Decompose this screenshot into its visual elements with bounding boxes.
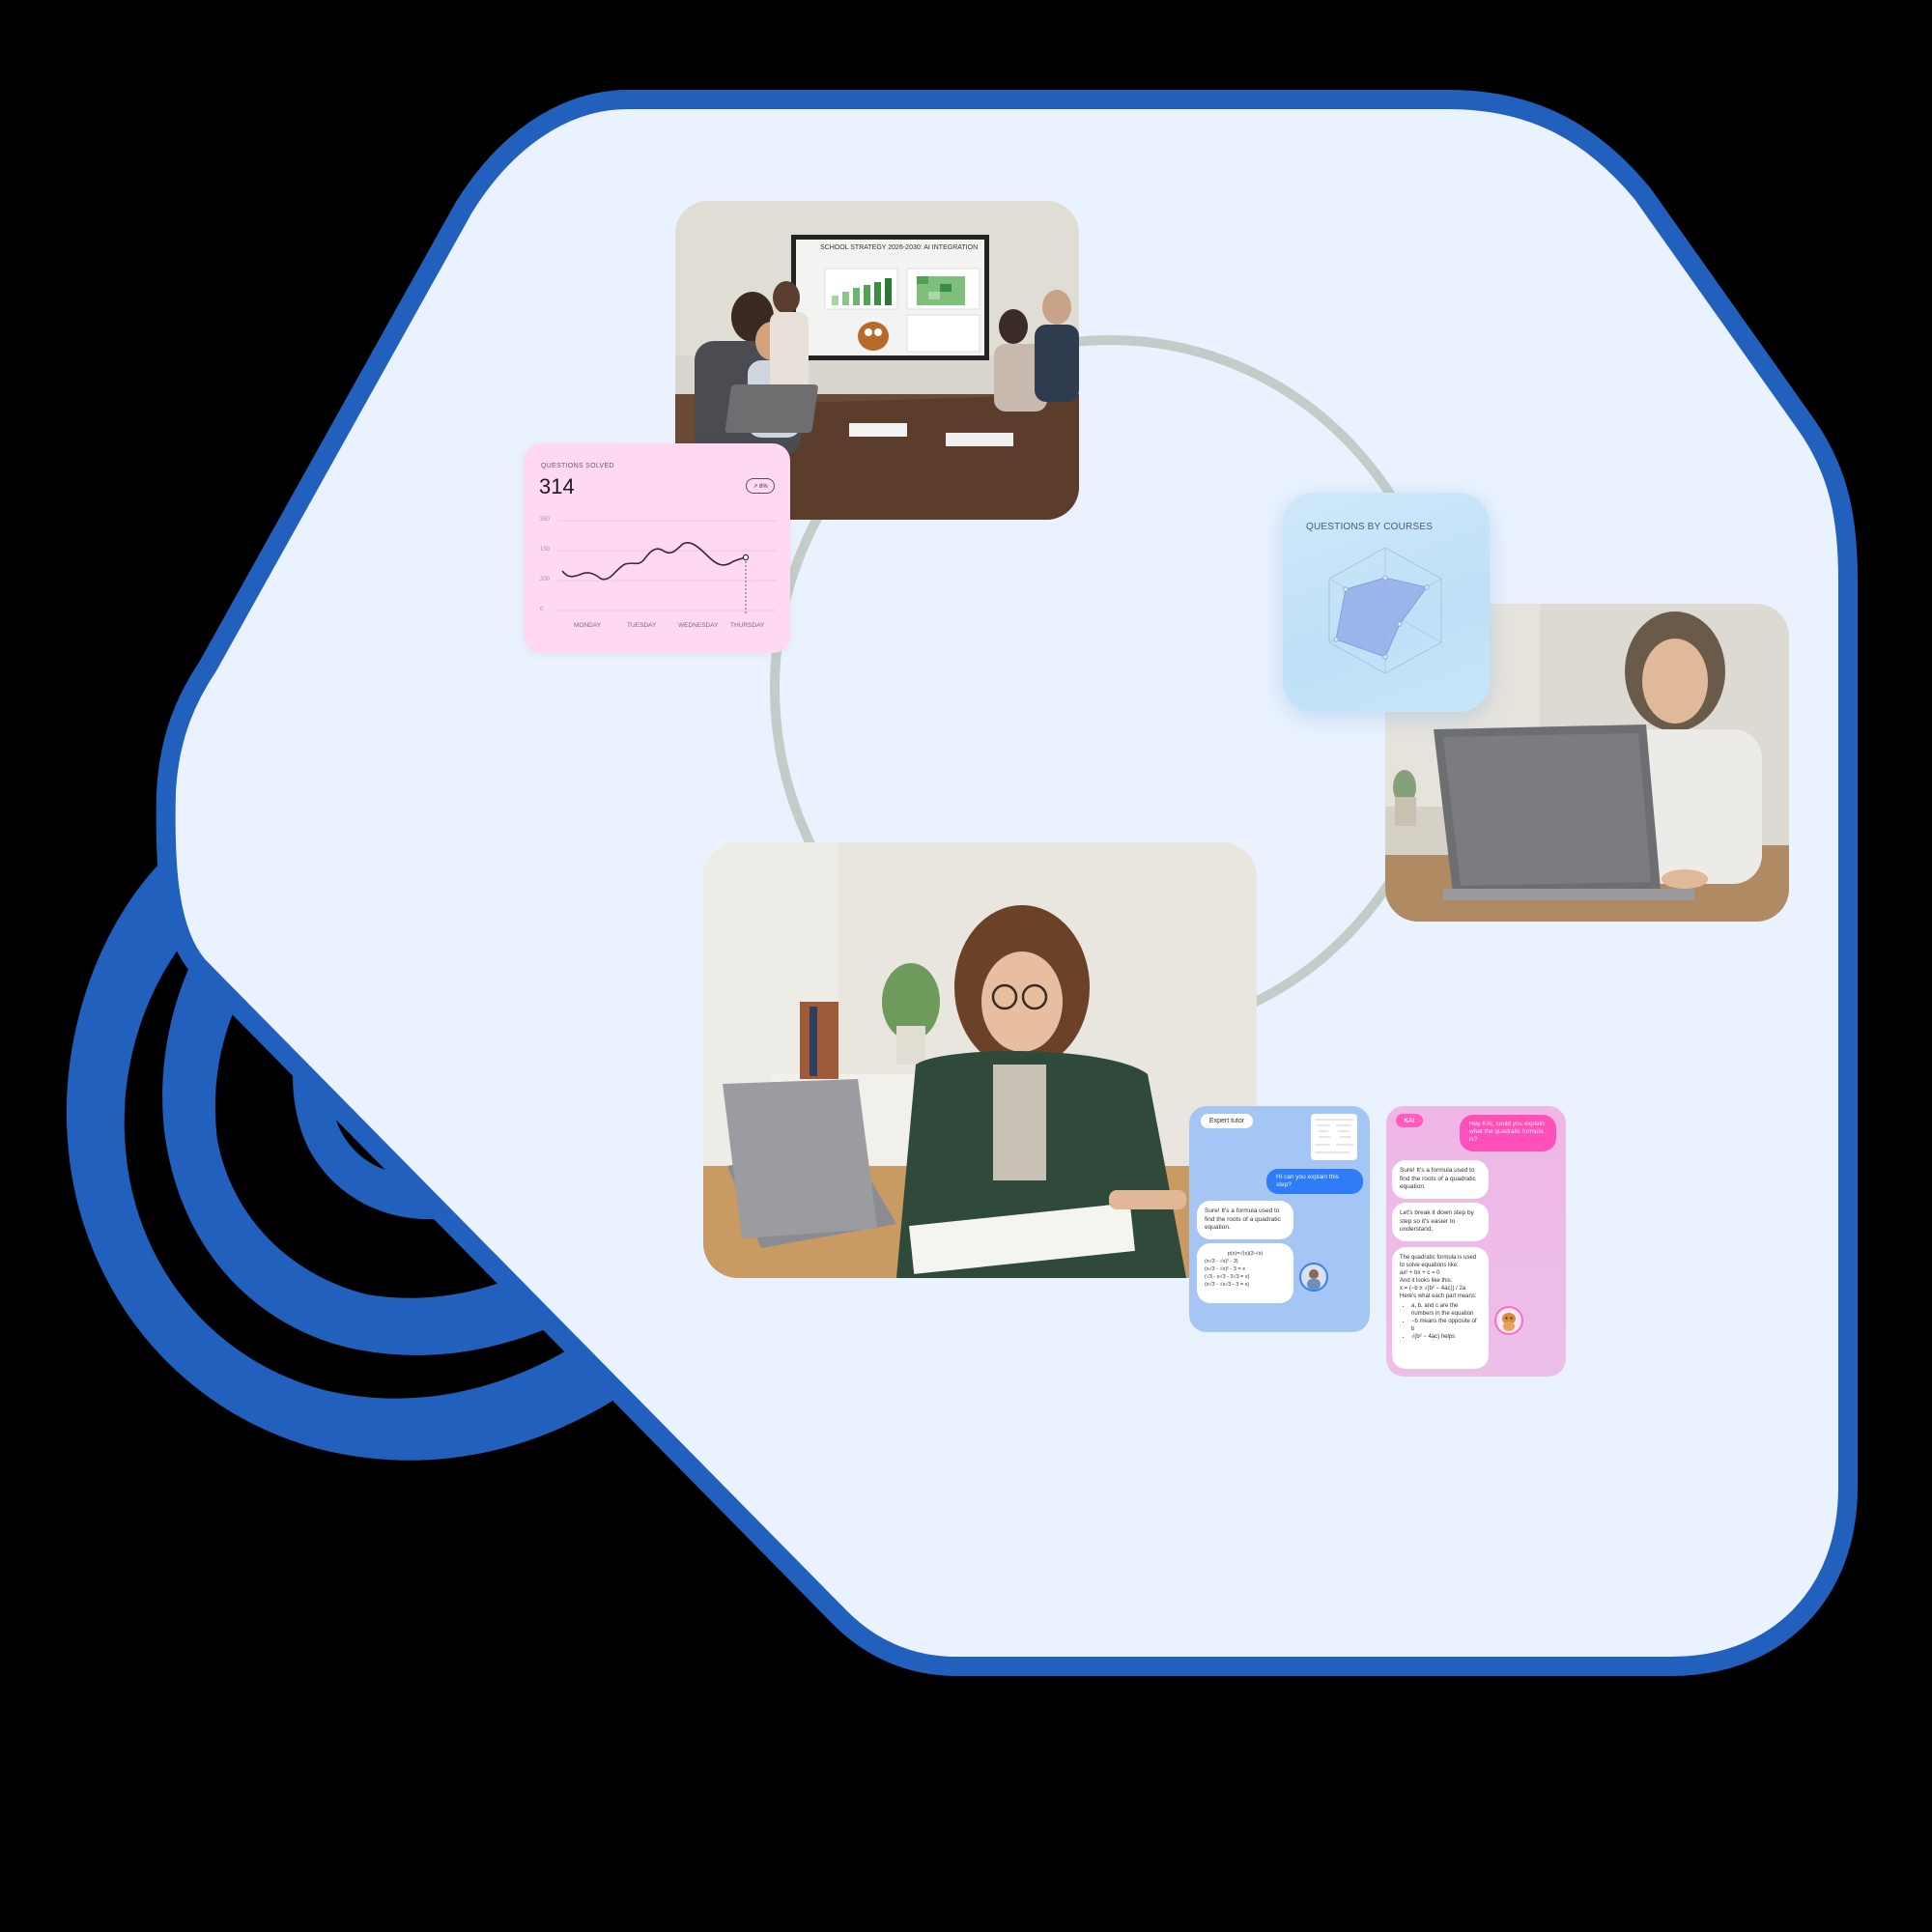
tutor-reply: Sure! It's a formula used to find the ro… [1197, 1201, 1293, 1239]
user-message: Hey KAI, could you explain what the quad… [1460, 1115, 1556, 1151]
math-line: (x√3 - √x)² - 3 = x [1205, 1266, 1245, 1272]
x-axis-label: TUESDAY [627, 622, 657, 629]
math-line: (x√3 - √x)² - 3) [1205, 1259, 1238, 1264]
y-axis-label: 350 [540, 517, 551, 523]
x-axis-label: THURSDAY [730, 622, 765, 629]
questions-solved-value: 314 [539, 474, 575, 498]
y-axis-label: 150 [540, 547, 551, 553]
y-axis-label: 200 [540, 577, 551, 582]
math-line: (√3 - x√3 - 3√3 = x) [1205, 1274, 1250, 1280]
card-title: QUESTIONS BY COURSES [1306, 522, 1434, 532]
formula-equation: ax² + bx + c = 0 [1400, 1270, 1440, 1276]
kai-mascot-avatar [1494, 1306, 1523, 1335]
math-header: p(x)=√(x)(3-√x) [1227, 1251, 1264, 1257]
formula-looks: And it looks like this: [1400, 1278, 1453, 1284]
card-title: QUESTIONS SOLVED [541, 463, 614, 469]
quadratic-formula: x = (−b ± √(b² − 4ac)) / 2a [1400, 1286, 1466, 1292]
formula-intro: The quadratic formula is used to solve e… [1400, 1255, 1477, 1268]
radar-chart [1328, 547, 1442, 674]
user-message: Hi can you explain this step? [1266, 1169, 1363, 1194]
tutor-label: Expert tutor [1201, 1114, 1253, 1128]
y-axis-label: 0 [540, 607, 544, 612]
student-tablet-photo [703, 842, 1257, 1278]
tutor-avatar [1299, 1263, 1328, 1292]
line-chart [557, 520, 777, 615]
formula-bullet: √(b² − 4ac) helps [1411, 1333, 1481, 1341]
kai-formula-reply: The quadratic formula is used to solve e… [1392, 1247, 1489, 1369]
kai-reply: Sure! It's a formula used to find the ro… [1392, 1160, 1489, 1199]
screen-title: SCHOOL STRATEGY 2026-2030: AI INTEGRATIO… [820, 244, 979, 251]
expert-tutor-chat-card: Expert tutor Hi can you explain this ste… [1189, 1106, 1370, 1332]
attached-image[interactable] [1311, 1114, 1357, 1160]
trend-badge: ↗ 8% [746, 478, 775, 494]
math-steps-bubble: p(x)=√(x)(3-√x) (x√3 - √x)² - 3) (x√3 - … [1197, 1243, 1293, 1303]
questions-solved-card: QUESTIONS SOLVED 314 ↗ 8% 350 150 200 0 … [524, 443, 790, 653]
x-axis-label: WEDNESDAY [678, 622, 719, 629]
kai-label: KAI [1396, 1114, 1423, 1127]
formula-bullet: a, b, and c are the numbers in the equat… [1411, 1302, 1481, 1318]
math-line: (x√3 - √x√3 - 3 = x) [1205, 1282, 1250, 1288]
formula-means: Here's what each part means: [1400, 1293, 1477, 1299]
kai-reply: Let's break it down step by step so it's… [1392, 1203, 1489, 1241]
kai-chat-card: KAI Hey KAI, could you explain what the … [1386, 1106, 1566, 1377]
formula-bullet: −b means the opposite of b [1411, 1318, 1481, 1333]
questions-by-courses-card: QUESTIONS BY COURSES [1283, 493, 1490, 712]
meeting-photo: SCHOOL STRATEGY 2026-2030: AI INTEGRATIO… [675, 201, 1079, 520]
x-axis-label: MONDAY [574, 622, 602, 629]
